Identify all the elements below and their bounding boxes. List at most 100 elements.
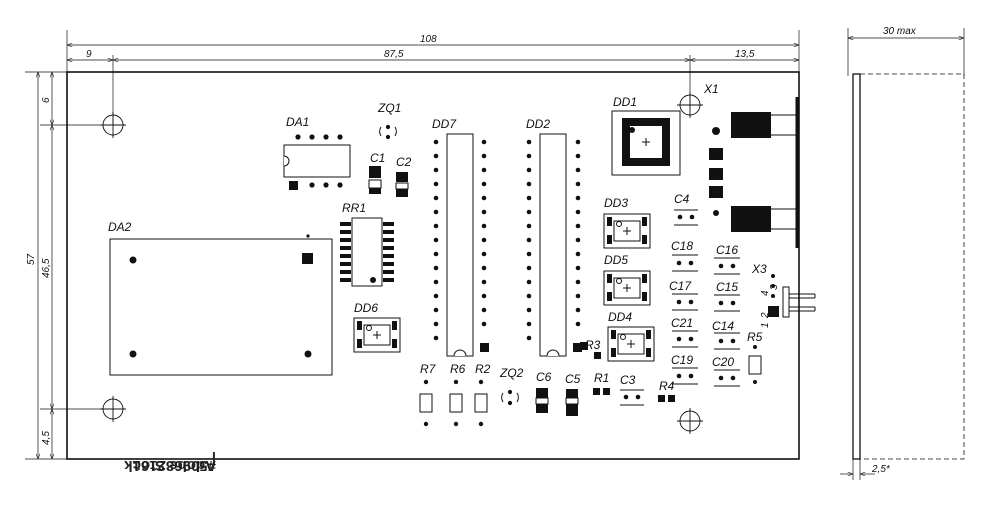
label-dd2: DD2 xyxy=(526,117,550,131)
pin-dot xyxy=(433,237,439,243)
c1-capacitor xyxy=(368,166,382,194)
pin-dot xyxy=(481,195,487,201)
label-dd6: DD6 xyxy=(354,301,378,315)
pin-dot xyxy=(481,209,487,215)
dd7-chip xyxy=(433,133,489,357)
pin-dot xyxy=(526,167,532,173)
pin-dot xyxy=(481,321,487,327)
label-x1: X1 xyxy=(703,82,719,96)
dim-total-height: 57 xyxy=(26,253,37,265)
pin-dot xyxy=(526,153,532,159)
pin-4: 4 xyxy=(760,290,771,296)
pin-1: 1 xyxy=(760,322,771,328)
pin-dot xyxy=(575,167,581,173)
pin-dot xyxy=(433,321,439,327)
label-r7: R7 xyxy=(420,362,437,376)
pin-dot xyxy=(481,265,487,271)
label-zq2: ZQ2 xyxy=(499,366,524,380)
dim-left-offset: 9 xyxy=(86,49,92,60)
pin-dot xyxy=(575,209,581,215)
label-r5: R5 xyxy=(747,330,763,344)
pin-dot xyxy=(433,181,439,187)
label-c15: C15 xyxy=(716,280,738,294)
pin-dot xyxy=(526,237,532,243)
label-r4: R4 xyxy=(659,379,675,393)
top-dimensions xyxy=(66,30,800,125)
pin-dot xyxy=(575,265,581,271)
pin-dot xyxy=(481,279,487,285)
pin-dot xyxy=(481,237,487,243)
dim-total-width: 108 xyxy=(420,34,437,45)
label-c18: C18 xyxy=(671,239,693,253)
pin-dot xyxy=(575,237,581,243)
capacitor-pads xyxy=(672,254,698,272)
left-dimensions xyxy=(25,71,100,460)
pin-dot xyxy=(575,195,581,201)
pin-dot xyxy=(526,307,532,313)
zq2-crystal xyxy=(501,389,519,406)
dd2-chip xyxy=(526,133,582,357)
pin-dot xyxy=(433,167,439,173)
pin-dot xyxy=(433,279,439,285)
pin-dot xyxy=(575,321,581,327)
c4-capacitor xyxy=(674,209,698,226)
pin-dot xyxy=(433,153,439,159)
label-dd5: DD5 xyxy=(604,253,628,267)
r5-resistor xyxy=(748,345,762,384)
mounting-holes xyxy=(100,92,703,434)
capacitor-pads xyxy=(714,257,740,275)
pin-dot xyxy=(526,195,532,201)
zq1-crystal xyxy=(379,124,397,140)
pin-dot xyxy=(526,251,532,257)
label-c14: C14 xyxy=(712,319,734,333)
dim-side-height-max: 30 max xyxy=(883,26,917,37)
dd6-chip xyxy=(353,317,401,353)
r3-pad xyxy=(594,352,601,359)
c6-capacitor xyxy=(535,388,549,413)
pin-dot xyxy=(433,251,439,257)
pin-dot xyxy=(526,265,532,271)
dd3-chip xyxy=(603,213,651,249)
pin-dot xyxy=(433,293,439,299)
label-c21: C21 xyxy=(671,316,693,330)
label-c17: C17 xyxy=(669,279,692,293)
capacitor-array xyxy=(672,254,740,387)
pin-dot xyxy=(481,307,487,313)
pin-dot xyxy=(433,265,439,271)
pin-dot xyxy=(433,223,439,229)
label-rr1: RR1 xyxy=(342,201,366,215)
pin-dot xyxy=(575,181,581,187)
dd4-chip xyxy=(607,326,655,362)
c2-capacitor xyxy=(395,172,409,197)
pin-dot xyxy=(526,321,532,327)
x3-connector xyxy=(768,274,816,318)
pin-dot xyxy=(575,153,581,159)
label-x3: X3 xyxy=(751,262,767,276)
label-zq1: ZQ1 xyxy=(377,101,401,115)
pin-dot xyxy=(481,153,487,159)
capacitor-pads xyxy=(714,332,740,350)
da2-module xyxy=(109,234,333,376)
dim-inner-height: 46,5 xyxy=(41,258,52,278)
da1-chip xyxy=(283,134,351,190)
pin-dot xyxy=(526,209,532,215)
pin-dot xyxy=(481,293,487,299)
capacitor-pads xyxy=(672,293,698,311)
pin-2: 2 xyxy=(760,312,771,319)
label-dd4: DD4 xyxy=(608,310,632,324)
label-dd3: DD3 xyxy=(604,196,628,210)
pin-dot xyxy=(526,335,532,341)
side-view xyxy=(840,28,965,480)
label-c1: C1 xyxy=(370,151,385,165)
pin-dot xyxy=(526,181,532,187)
label-c19: C19 xyxy=(671,353,693,367)
label-da2: DA2 xyxy=(108,220,132,234)
r1-resistor xyxy=(593,388,610,395)
dim-right-offset: 13,5 xyxy=(735,49,755,60)
pin-dot xyxy=(526,279,532,285)
stock-watermark: Adobe Stock|#509682161 xyxy=(124,451,216,474)
label-dd7: DD7 xyxy=(432,117,457,131)
pin-dot xyxy=(575,251,581,257)
